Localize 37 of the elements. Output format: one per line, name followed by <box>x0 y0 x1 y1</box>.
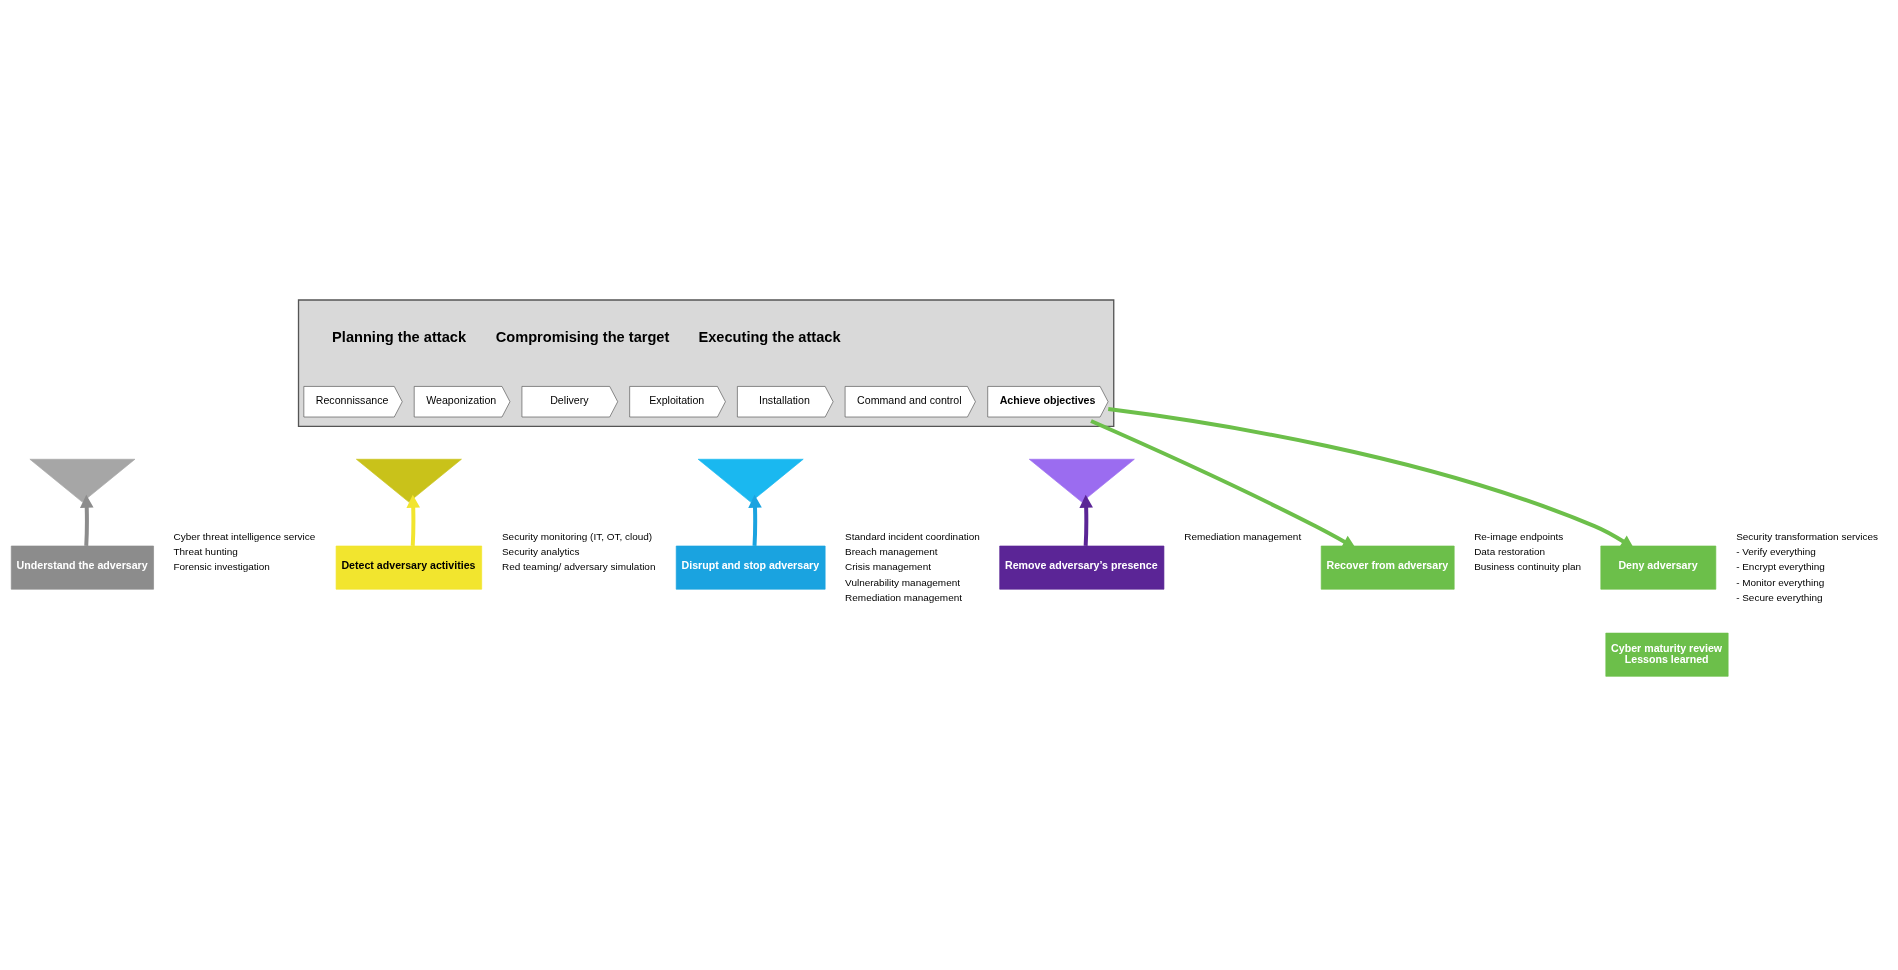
node-box: Remove adversary’s presence <box>999 545 1165 590</box>
node-label: Crisis management <box>845 560 931 572</box>
node-box: Recover from adversary <box>1320 545 1455 590</box>
node-label: Red teaming/ adversary simulation <box>501 560 656 572</box>
node-label: - Monitor everything <box>1736 576 1825 588</box>
node-label: - Encrypt everything <box>1736 560 1825 572</box>
node-triangle <box>29 458 136 502</box>
node-label: Security analytics <box>501 545 580 557</box>
arrow <box>1090 418 1356 548</box>
node-label: Threat hunting <box>173 545 238 557</box>
node-label: Remediation management <box>1184 530 1302 542</box>
node-label: Standard incident coordination <box>845 530 980 542</box>
node-triangle <box>697 458 804 502</box>
node-label: Re-image endpoints <box>1474 530 1564 542</box>
node-box: Detect adversary activities <box>335 545 483 590</box>
node-triangle <box>356 458 462 502</box>
node-label: - Verify everything <box>1736 545 1816 557</box>
arrow <box>748 494 762 546</box>
node-label: - Secure everything <box>1736 591 1823 603</box>
node-box: Cyber maturity review Lessons learned <box>1605 632 1729 677</box>
arrow <box>1079 494 1093 546</box>
arrow <box>79 494 94 546</box>
node-label: Cyber threat intelligence service <box>173 530 316 542</box>
node-label: Forensic investigation <box>173 560 270 572</box>
node-label: Remediation management <box>845 591 963 603</box>
node-label: Vulnerability management <box>845 576 960 588</box>
node-label: Breach management <box>845 545 938 557</box>
node-label: Data restoration <box>1474 545 1546 557</box>
node-label: Security monitoring (IT, OT, cloud) <box>501 530 653 542</box>
node-box: Understand the adversary <box>10 545 154 590</box>
arrow <box>406 494 421 546</box>
node-label: Security transformation services <box>1736 530 1878 542</box>
node-triangle <box>1028 458 1135 502</box>
node-box: Disrupt and stop adversary <box>675 545 826 590</box>
node-label: Business continuity plan <box>1474 560 1582 572</box>
node-box: Deny adversary <box>1600 545 1717 590</box>
arrow <box>1107 406 1634 548</box>
